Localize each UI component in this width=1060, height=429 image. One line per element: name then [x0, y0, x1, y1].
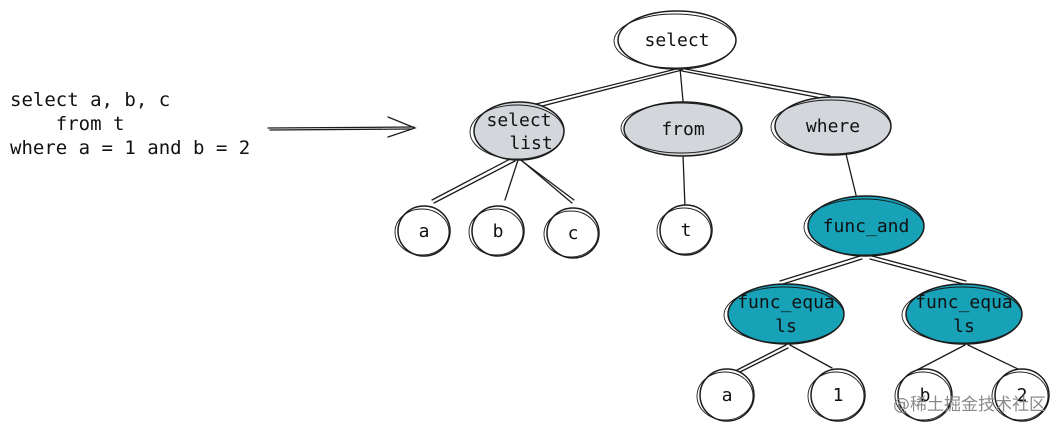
- node-select-list-sketch: [469, 104, 565, 160]
- node-func-equals-right-label-line1: func_equa: [915, 292, 1013, 313]
- node-col-a-shape: [397, 205, 451, 257]
- node-col-c: c: [543, 207, 600, 259]
- sql-line-where: where a = 1 and b = 2: [10, 137, 250, 159]
- node-left-1-label: 1: [833, 385, 844, 406]
- sql-query: select a, b, c from t where a = 1 and b …: [10, 89, 250, 159]
- tree-nodes: select select list from where a: [394, 10, 1050, 422]
- node-table-t-label: t: [681, 220, 692, 241]
- edge-root-from: [679, 67, 684, 102]
- edge-where-func-and: [845, 153, 857, 196]
- node-right-2-sketch: [991, 371, 1049, 421]
- node-where: where: [770, 96, 892, 156]
- node-from-sketch: [620, 102, 742, 154]
- parse-arrow-shaft-sketch: [269, 128, 413, 131]
- node-col-a-label: a: [419, 221, 430, 242]
- node-select-root-sketch: [613, 13, 737, 69]
- edge-root-where: [679, 67, 831, 97]
- node-func-equals-right-label-line2: ls: [953, 316, 975, 337]
- node-func-equals-left-label-line1: func_equa: [737, 292, 835, 313]
- node-where-sketch: [770, 99, 892, 155]
- edge-and-equals-left: [779, 255, 861, 282]
- node-right-2: 2: [991, 368, 1050, 422]
- node-right-2-shape: [994, 368, 1050, 422]
- node-right-b: b: [894, 368, 953, 422]
- edge-from-t: [682, 154, 686, 208]
- node-right-b-shape: [897, 368, 953, 422]
- edge-equals-right-b: [916, 344, 966, 371]
- sql-line-from: from t: [10, 113, 124, 135]
- node-col-a-sketch: [394, 208, 450, 256]
- node-col-a: a: [394, 205, 451, 257]
- node-table-t-sketch: [656, 207, 712, 255]
- node-func-and-sketch: [803, 198, 925, 256]
- node-select-root: select: [613, 10, 737, 70]
- node-left-1: 1: [807, 368, 866, 422]
- edge-equals-left-a: [736, 344, 787, 371]
- node-table-t: t: [656, 204, 713, 256]
- node-where-label: where: [806, 116, 860, 137]
- node-left-a-label: a: [722, 385, 733, 406]
- edge-root-where-sketch: [681, 70, 827, 100]
- node-func-equals-left: func_equa ls: [723, 283, 845, 345]
- node-func-and-label: func_and: [823, 216, 910, 237]
- parse-arrow-shaft: [267, 126, 415, 129]
- node-right-b-sketch: [894, 371, 952, 421]
- edge-and-equals-right: [871, 255, 967, 282]
- node-left-a-shape: [699, 368, 755, 422]
- edge-and-equals-left-sketch: [782, 258, 863, 285]
- node-select-list: select list: [469, 101, 565, 161]
- node-select-list-label-line1: select: [486, 110, 551, 131]
- node-func-equals-right-sketch: [901, 286, 1023, 344]
- watermark-text: @稀土掘金技术社区: [893, 395, 1046, 415]
- node-left-a: a: [696, 368, 755, 422]
- node-right-b-label: b: [920, 385, 931, 406]
- node-left-a-sketch: [696, 371, 754, 421]
- edge-root-select-list-sketch: [518, 69, 683, 113]
- sql-line-select: select a, b, c: [10, 89, 170, 111]
- node-right-2-label: 2: [1017, 385, 1028, 406]
- tree-edges: [431, 67, 1021, 373]
- node-from-label: from: [661, 119, 704, 140]
- parse-arrow-head: [387, 116, 417, 138]
- node-func-equals-left-sketch: [723, 286, 845, 344]
- node-from: from: [620, 101, 743, 157]
- node-func-and: func_and: [803, 195, 925, 257]
- edge-select-list-a: [431, 157, 513, 201]
- edge-equals-left-a-sketch: [739, 347, 789, 373]
- edge-and-equals-right-sketch: [869, 258, 964, 285]
- node-col-b-label: b: [493, 221, 504, 242]
- node-from-shape: [623, 101, 743, 157]
- edge-select-list-b: [504, 159, 519, 201]
- node-col-c-shape: [546, 207, 600, 259]
- node-select-root-label: select: [644, 30, 709, 51]
- node-left-1-sketch: [807, 371, 865, 421]
- node-col-c-label: c: [568, 223, 579, 244]
- edge-select-list-a-sketch: [433, 160, 516, 204]
- node-table-t-shape: [659, 204, 713, 256]
- edge-root-select-list: [515, 67, 681, 110]
- node-col-c-sketch: [543, 210, 599, 258]
- node-func-equals-right: func_equa ls: [901, 283, 1023, 345]
- node-select-list-label-line2: list: [509, 133, 552, 154]
- node-func-equals-left-label-line2: ls: [775, 316, 797, 337]
- node-col-b: b: [468, 205, 525, 257]
- node-left-1-shape: [810, 368, 866, 422]
- node-col-b-shape: [471, 205, 525, 257]
- edge-select-list-c-sketch: [520, 159, 573, 204]
- node-col-b-sketch: [468, 208, 524, 256]
- parse-arrow: [267, 116, 417, 138]
- edge-equals-right-2: [967, 344, 1021, 371]
- edge-equals-left-1: [789, 344, 833, 369]
